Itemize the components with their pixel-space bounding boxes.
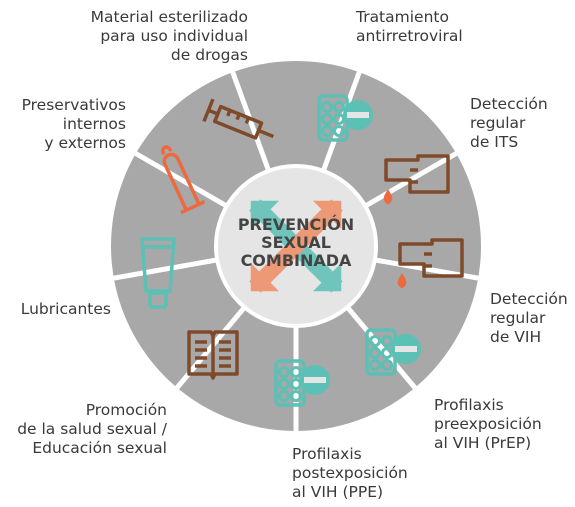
label-profilaxis-ppe: Profilaxis postexposición al VIH (PPE) — [292, 445, 408, 501]
pills-icon — [317, 94, 373, 142]
condom-icon — [161, 145, 206, 215]
label-preservativos: Preservativos internos y externos — [21, 96, 126, 152]
label-deteccion-vih: Detección regular de VIH — [490, 290, 568, 346]
book-icon — [187, 330, 239, 380]
center-title: PREVENCIÓN SEXUAL COMBINADA — [237, 215, 355, 270]
label-lubricantes: Lubricantes — [20, 300, 111, 318]
label-promocion-salud-sexual: Promoción de la salud sexual / Educación… — [17, 401, 167, 457]
center-arrows — [249, 199, 343, 293]
label-deteccion-its: Detección regular de ITS — [470, 95, 548, 151]
pills-icon — [365, 328, 421, 376]
pills-icon — [274, 359, 330, 407]
label-material-esterilizado: Material esterilizado para uso individua… — [90, 8, 248, 64]
hand-drop-icon — [397, 238, 464, 289]
hand-drop-icon — [383, 154, 450, 205]
syringe-icon — [202, 98, 275, 140]
lubricant-tube-icon — [140, 237, 176, 309]
label-profilaxis-prep: Profilaxis preexposición al VIH (PrEP) — [434, 396, 542, 452]
label-tratamiento-antirretroviral: Tratamiento antirretroviral — [356, 8, 463, 45]
